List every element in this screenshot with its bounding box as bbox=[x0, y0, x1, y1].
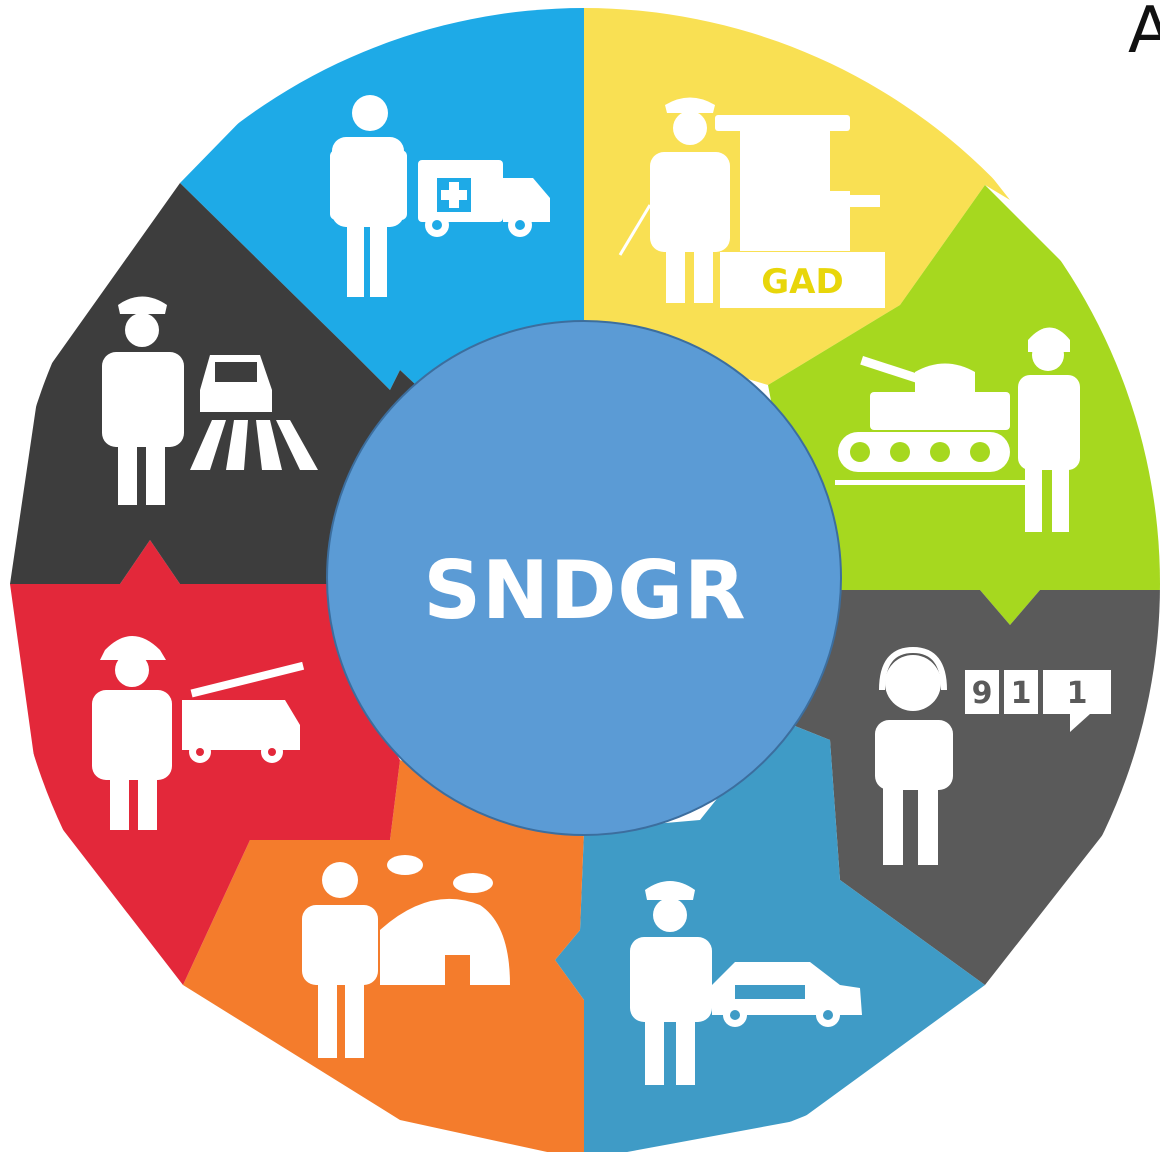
police-officer-car-icon bbox=[630, 881, 862, 1085]
digit-9: 9 bbox=[972, 676, 993, 711]
sndgr-hub-circle bbox=[326, 320, 842, 836]
injured-person-shelter-icon bbox=[302, 855, 510, 1058]
paramedic-ambulance-icon bbox=[330, 95, 550, 297]
digit-1a: 1 bbox=[1011, 676, 1032, 711]
traffic-officer-crosswalk-icon bbox=[102, 296, 318, 505]
operator-headset-911-icon: 9 1 1 bbox=[875, 646, 1111, 865]
soldier-tank-icon bbox=[835, 327, 1080, 532]
firefighter-truck-icon bbox=[92, 636, 305, 830]
digit-1b: 1 bbox=[1067, 676, 1088, 711]
toll-booth-officer-icon bbox=[618, 97, 885, 308]
